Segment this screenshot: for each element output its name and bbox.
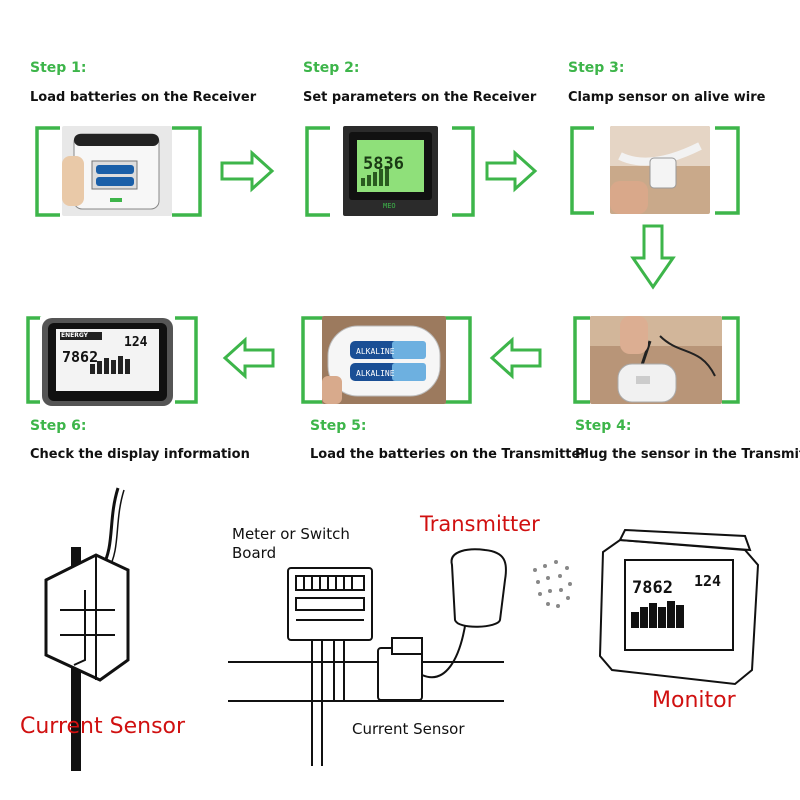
svg-text:MEO: MEO — [383, 202, 396, 210]
step-3-title: Step 3: — [568, 60, 625, 76]
frame-step-5 — [301, 316, 472, 404]
photo-step-2: MEO 5836 — [343, 126, 438, 216]
arrow-right-2-3 — [485, 149, 538, 193]
display-reading: 7862 — [62, 348, 99, 366]
arrow-right-1-2 — [220, 149, 275, 193]
transmitter-body — [450, 548, 507, 628]
arrow-down-3-4 — [630, 224, 676, 290]
frames-and-arrows — [26, 126, 740, 404]
step-2-desc: Set parameters on the Receiver — [303, 90, 537, 105]
frame-step-1 — [35, 126, 202, 217]
photo-step-1 — [62, 126, 172, 216]
receiver-reading: 5836 — [363, 154, 404, 174]
sensor-cable-left — [100, 487, 120, 569]
arrow-left-4-5 — [489, 336, 542, 380]
current-sensor-label-bottom: Current Sensor — [352, 720, 465, 738]
meter-label: Meter or Switch Board — [232, 525, 350, 562]
display-secondary: 124 — [124, 335, 148, 350]
monitor-secondary: 124 — [694, 572, 722, 590]
step-1-desc: Load batteries on the Receiver — [30, 90, 257, 105]
transmitter-label: Transmitter — [420, 512, 540, 536]
frame-step-2 — [305, 126, 475, 217]
clamp-left — [44, 553, 130, 682]
step-1-title: Step 1: — [30, 60, 87, 76]
display-brand: ENERGY — [61, 332, 88, 339]
monitor-label: Monitor — [652, 688, 736, 713]
step-2-title: Step 2: — [303, 60, 360, 76]
monitor-reading: 7862 — [632, 578, 673, 598]
photo-step-5: ALKALINE ALKALINE — [322, 316, 446, 404]
frame-step-3 — [570, 126, 740, 215]
step-6-desc: Check the display information — [30, 447, 250, 462]
step-4-desc: Plug the sensor in the Transmitter — [575, 447, 800, 462]
step-4-title: Step 4: — [575, 418, 632, 434]
svg-text:ALKALINE: ALKALINE — [356, 369, 395, 378]
current-sensor-label-left: Current Sensor — [20, 714, 186, 739]
step-5-desc: Load the batteries on the Transmitter — [310, 447, 587, 462]
system-diagram — [44, 487, 760, 771]
photo-step-4 — [590, 316, 722, 404]
frame-step-6 — [26, 316, 198, 404]
step-6-title: Step 6: — [30, 418, 87, 434]
clamp-bottom — [377, 647, 423, 701]
photo-step-6: ENERGY 124 7862 — [40, 316, 175, 408]
step-3-desc: Clamp sensor on alive wire — [568, 90, 766, 105]
step-5-title: Step 5: — [310, 418, 367, 434]
photo-step-3 — [610, 126, 710, 214]
arrow-left-5-6 — [222, 336, 275, 380]
frame-step-4 — [573, 316, 740, 404]
svg-text:ALKALINE: ALKALINE — [356, 347, 395, 356]
